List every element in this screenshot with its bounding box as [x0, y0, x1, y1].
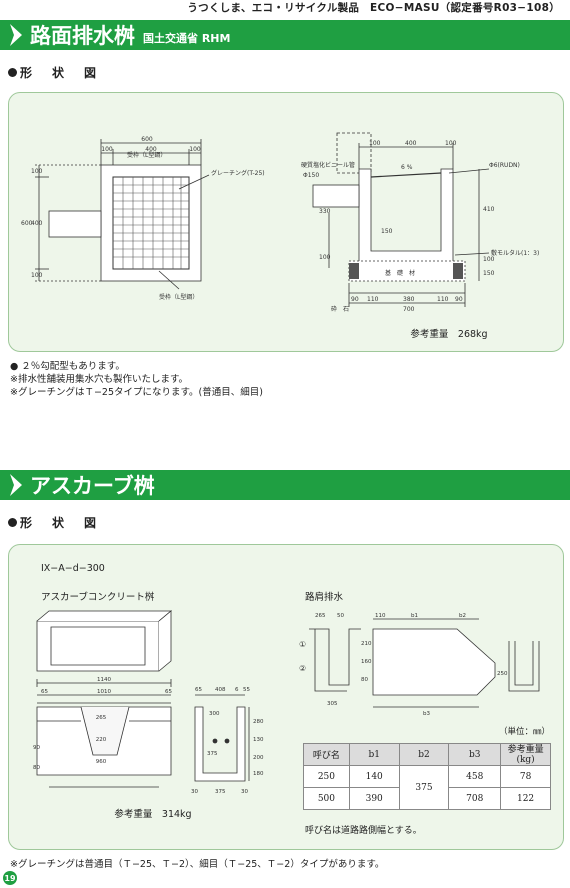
svg-text:b1: b1	[411, 613, 418, 619]
right-caption: 路肩排水	[305, 592, 344, 603]
svg-text:305: 305	[327, 701, 338, 707]
page-header: うつくしま、エコ・リサイクル製品 ECO−MASU（認定番号R03−108）	[187, 2, 560, 14]
bullet-icon	[8, 68, 17, 77]
svg-text:80: 80	[33, 765, 40, 771]
unit-label: （単位：㎜）	[499, 727, 551, 737]
svg-text:硬質塩化ビニール管: 硬質塩化ビニール管	[301, 161, 355, 169]
svg-text:1010: 1010	[97, 689, 111, 695]
svg-text:150: 150	[483, 270, 495, 277]
bullet-icon	[8, 518, 17, 527]
svg-text:6 %: 6 %	[401, 164, 413, 171]
ascurb-drawing: 1140 65 1010 65 265 220 960 90 80 65 408…	[33, 610, 540, 820]
left-caption: アスカーブコンクリート桝	[41, 592, 155, 603]
svg-text:80: 80	[361, 677, 368, 683]
drain-drawing: 600 100 400 100 100 400 100 600 グレーチング(T…	[21, 132, 539, 340]
svg-text:400: 400	[405, 140, 417, 147]
svg-text:100: 100	[369, 140, 381, 147]
svg-text:110: 110	[437, 296, 449, 303]
svg-text:Φ6(RUDN): Φ6(RUDN)	[489, 162, 520, 169]
weight-label: 参考重量 268kg	[410, 328, 487, 340]
svg-text:100: 100	[101, 146, 113, 153]
svg-text:330: 330	[319, 208, 331, 215]
svg-text:100: 100	[31, 272, 43, 279]
svg-text:280: 280	[253, 719, 264, 725]
svg-text:150: 150	[381, 228, 393, 235]
svg-text:160: 160	[361, 659, 372, 665]
svg-text:700: 700	[403, 306, 415, 313]
svg-text:375: 375	[207, 751, 218, 757]
notes-section1: ● ２％勾配型もあります。 ※排水性舗装用集水穴も製作いたします。 ※グレーチン…	[10, 361, 263, 398]
section-title: 路面排水桝	[30, 24, 135, 48]
footer-note: ※グレーチングは普通目（Ｔ−25、Ｔ−2）、細目（Ｔ−25、Ｔ−2）タイプがあり…	[10, 859, 385, 870]
svg-text:210: 210	[361, 641, 372, 647]
svg-text:90: 90	[351, 296, 359, 303]
svg-text:265: 265	[315, 613, 326, 619]
svg-text:250: 250	[497, 671, 508, 677]
diagram-panel-ascurb: IX−A−d−300 アスカーブコンクリート桝 路肩排水	[8, 544, 564, 850]
svg-text:220: 220	[96, 737, 107, 743]
svg-text:960: 960	[96, 759, 107, 765]
svg-text:100: 100	[319, 254, 331, 261]
svg-text:65: 65	[195, 687, 202, 693]
shape-heading: 形 状 図	[8, 64, 100, 81]
svg-text:100: 100	[445, 140, 457, 147]
svg-text:30: 30	[191, 789, 198, 795]
svg-text:Φ150: Φ150	[303, 172, 319, 179]
section-bar-road-drain: 路面排水桝 国土交通省 RHM	[0, 20, 570, 50]
svg-text:400: 400	[31, 220, 43, 227]
svg-text:受枠（L型鋼）: 受枠（L型鋼）	[127, 151, 166, 159]
svg-text:130: 130	[253, 737, 264, 743]
svg-text:400: 400	[145, 146, 157, 153]
svg-text:100: 100	[189, 146, 201, 153]
section-title: アスカーブ桝	[30, 474, 155, 498]
svg-text:50: 50	[337, 613, 344, 619]
svg-text:408: 408	[215, 687, 226, 693]
svg-text:180: 180	[253, 771, 264, 777]
svg-text:100: 100	[483, 256, 495, 263]
svg-text:30: 30	[241, 789, 248, 795]
shape-heading: 形 状 図	[8, 514, 100, 531]
svg-text:砕 石: 砕 石	[331, 305, 349, 313]
svg-text:グレーチング(T-25): グレーチング(T-25)	[211, 169, 265, 177]
weight-label: 参考重量 314kg	[114, 808, 191, 820]
svg-text:600: 600	[21, 220, 33, 227]
svg-text:380: 380	[403, 296, 415, 303]
svg-text:6: 6	[235, 687, 239, 693]
svg-text:65: 65	[41, 689, 48, 695]
table-row: 250 140 375 458 78	[303, 765, 551, 810]
svg-text:敷モルタル(1：3): 敷モルタル(1：3)	[491, 249, 539, 257]
spec-table: 呼び名 b1 b2 b3 参考重量 (kg) 250 140 375 458 7…	[303, 743, 551, 810]
svg-text:b2: b2	[459, 613, 466, 619]
svg-text:100: 100	[31, 168, 43, 175]
svg-text:265: 265	[96, 715, 107, 721]
svg-text:b3: b3	[423, 711, 430, 717]
svg-text:600: 600	[141, 136, 153, 143]
svg-text:300: 300	[209, 711, 220, 717]
chevron-right-icon	[8, 20, 26, 50]
svg-text:1140: 1140	[97, 677, 111, 683]
diagram-panel-road-drain: 600 100 400 100 100 400 100 600 グレーチング(T…	[8, 92, 564, 352]
table-row: 500 390 708 122	[303, 787, 551, 810]
svg-text:基 礎 材: 基 礎 材	[385, 269, 415, 277]
svg-text:110: 110	[375, 613, 386, 619]
section-subtitle: 国土交通省 RHM	[143, 32, 231, 45]
svg-text:①: ①	[299, 640, 306, 649]
model-label: IX−A−d−300	[41, 563, 105, 574]
svg-text:110: 110	[367, 296, 379, 303]
svg-text:375: 375	[215, 789, 226, 795]
svg-text:②: ②	[299, 664, 306, 673]
chevron-right-icon	[8, 470, 26, 500]
svg-text:90: 90	[33, 745, 40, 751]
page-number: 19	[3, 871, 17, 885]
table-header-row: 呼び名 b1 b2 b3 参考重量 (kg)	[303, 743, 551, 766]
svg-text:200: 200	[253, 755, 264, 761]
svg-text:65: 65	[165, 689, 172, 695]
svg-text:410: 410	[483, 206, 495, 213]
table-note: 呼び名は道路路側幅とする。	[305, 826, 422, 836]
svg-text:受枠（L型鋼）: 受枠（L型鋼）	[159, 293, 198, 301]
section-bar-ascurb: アスカーブ桝	[0, 470, 570, 500]
svg-text:55: 55	[243, 687, 250, 693]
svg-text:90: 90	[455, 296, 463, 303]
